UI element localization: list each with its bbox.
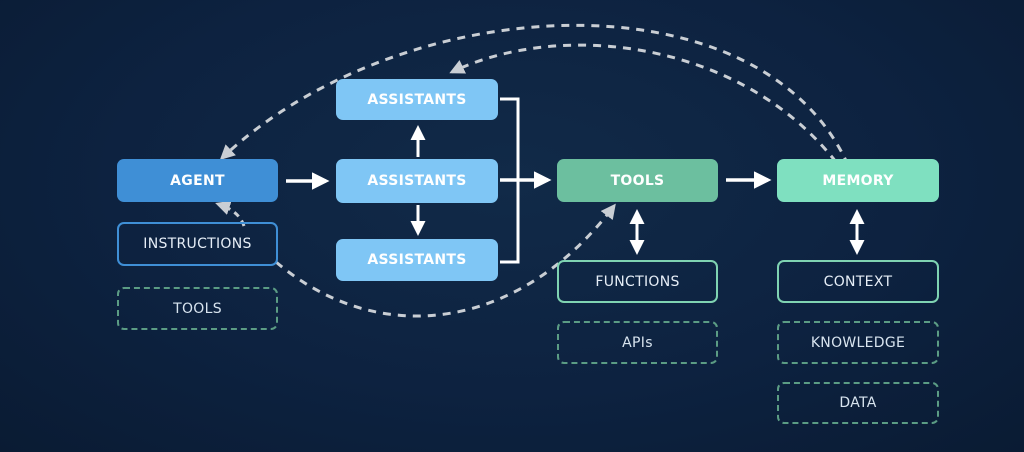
context-node: CONTEXT bbox=[777, 260, 939, 303]
assistants-bottom-node: ASSISTANTS bbox=[336, 239, 498, 281]
dashed-arc-instructions-to-tools bbox=[275, 203, 616, 318]
agent-node: AGENT bbox=[117, 159, 278, 202]
memory-node: MEMORY bbox=[777, 159, 939, 202]
assistants-mid-node: ASSISTANTS bbox=[336, 159, 498, 203]
functions-node: FUNCTIONS bbox=[557, 260, 718, 303]
instructions-node: INSTRUCTIONS bbox=[117, 222, 278, 266]
data-node: DATA bbox=[777, 382, 939, 424]
agent-tools-node: TOOLS bbox=[117, 287, 278, 330]
dashed-arc-memory-to-agent bbox=[219, 23, 850, 166]
tools-node: TOOLS bbox=[557, 159, 718, 202]
assistants-top-node: ASSISTANTS bbox=[336, 79, 498, 120]
dashed-arc-memory-to-assistants bbox=[449, 43, 838, 163]
apis-node: APIs bbox=[557, 321, 718, 364]
knowledge-node: KNOWLEDGE bbox=[777, 321, 939, 364]
